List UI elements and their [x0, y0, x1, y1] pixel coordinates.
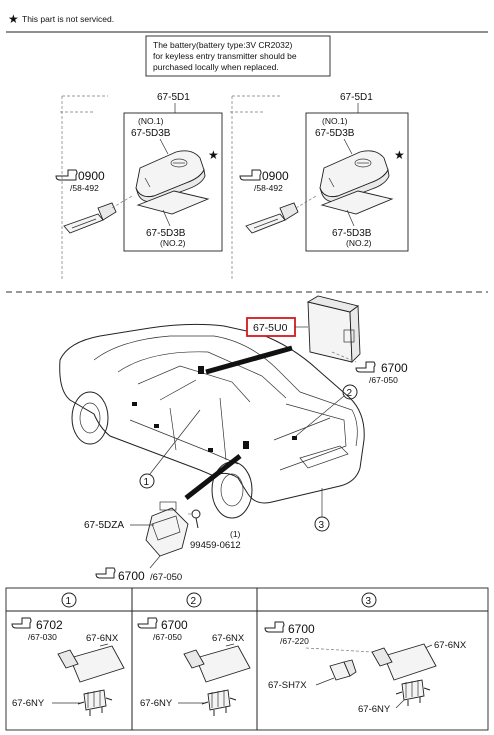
- not-serviced-text: This part is not serviced.: [22, 14, 114, 24]
- table-header-2: 2: [186, 592, 202, 608]
- lower-part-label: 67-5D3B: [146, 228, 186, 239]
- ref-code: 6700: [161, 618, 188, 632]
- emergency-key: [63, 202, 117, 234]
- upper-part-label: 67-5D3B: [131, 128, 171, 139]
- pointing-hand-icon: [355, 361, 376, 373]
- part-b: 67-6NY: [140, 698, 173, 709]
- part-b: 67-6NY: [358, 704, 391, 715]
- ref-sub: /67-050: [153, 632, 182, 642]
- battery-cover: [320, 190, 394, 215]
- svg-text:1: 1: [66, 596, 72, 607]
- table-cell-1: 6702 /67-030 67-6NX 67-6NY: [11, 617, 125, 716]
- pointing-hand-icon: [239, 169, 262, 181]
- ref-sub: /58-492: [254, 183, 283, 193]
- part-c: 67-SH7X: [268, 680, 307, 691]
- part-a: 67-6NX: [212, 633, 245, 644]
- callout-2: 2: [295, 384, 358, 437]
- pointing-hand-icon: [11, 617, 32, 629]
- svg-text:2: 2: [191, 596, 197, 607]
- keyless-control-module: [306, 295, 361, 364]
- battery-note-line1: The battery(battery type:3V CR2032): [153, 40, 293, 50]
- bolt: [191, 509, 201, 529]
- battery-cover: [136, 190, 210, 215]
- pointing-hand-icon: [95, 567, 116, 579]
- key-panel-1: 67-5D1 (NO.1) 67-5D3B ★ 67-5D3B (NO.2) 0…: [55, 92, 223, 252]
- part-b: 67-6NY: [12, 698, 45, 709]
- key-panel-2: 67-5D1 (NO.1) 67-5D3B ★ 67-5D3B (NO.2) 0…: [239, 92, 409, 252]
- upper-part-label: 67-5D3B: [315, 128, 355, 139]
- module-ref-code: 6700: [381, 361, 408, 375]
- key-panel-frame: [305, 112, 409, 252]
- detail-table: 1 2 3 6702 /67-030 67-6NX 67-6NY: [5, 587, 489, 731]
- handle-part-label: 67-5DZA: [84, 520, 124, 531]
- svg-text:3: 3: [319, 520, 325, 531]
- module-part-label: 67-5U0: [253, 322, 288, 334]
- vehicle-section: 67-5U0 6700 /67-050 1 2 3 67-5DZ: [59, 295, 408, 583]
- star-icon: ★: [8, 12, 19, 26]
- assembly-label: 67-5D1: [340, 92, 373, 103]
- ref-sub: /67-030: [28, 632, 57, 642]
- bottom-ref-sub: /67-050: [150, 572, 182, 583]
- table-cell-3: 6700 /67-220 67-6NX 67-SH7X 67-6NY: [264, 621, 467, 715]
- key-panel-frame: [123, 112, 223, 252]
- part-a: 67-6NX: [434, 640, 467, 651]
- bolt-part: 99459-0612: [190, 540, 241, 551]
- ref-sub: /67-220: [280, 636, 309, 646]
- pointing-hand-icon: [55, 169, 78, 181]
- svg-text:1: 1: [144, 477, 150, 488]
- lower-part-label: 67-5D3B: [332, 228, 372, 239]
- ref-code: 6702: [36, 618, 63, 632]
- emergency-key: [245, 202, 299, 234]
- ref-code: 6700: [288, 622, 315, 636]
- door-handle-module: [145, 501, 189, 557]
- bottom-ref-code: 6700: [118, 569, 145, 583]
- svg-text:2: 2: [347, 388, 353, 399]
- table-header-1: 1: [61, 592, 77, 608]
- pointing-hand-icon: [264, 621, 285, 633]
- no2-label: (NO.2): [346, 238, 372, 248]
- battery-note: The battery(battery type:3V CR2032) for …: [145, 35, 331, 77]
- not-serviced-note: ★ This part is not serviced.: [8, 12, 114, 26]
- table-header-3: 3: [361, 592, 377, 608]
- no1-label: (NO.1): [322, 116, 348, 126]
- part-a: 67-6NX: [86, 633, 119, 644]
- battery-note-line2: for keyless entry transmitter should be: [153, 51, 297, 61]
- small-connector: [329, 659, 357, 681]
- connector-part: [395, 679, 431, 706]
- pointer-stroke: [205, 345, 293, 375]
- battery-note-line3: purchased locally when replaced.: [153, 62, 279, 72]
- pointer-stroke: [184, 454, 242, 500]
- table-cell-2: 6700 /67-050 67-6NX 67-6NY: [137, 617, 251, 716]
- callout-3: 3: [314, 488, 330, 532]
- ref-sub: /58-492: [70, 183, 99, 193]
- ref-code: 0900: [78, 169, 105, 183]
- car-illustration: [59, 323, 365, 519]
- connector-part: [77, 689, 113, 716]
- connector-part: [201, 689, 237, 716]
- pointing-hand-icon: [137, 617, 158, 629]
- module-ref-sub: /67-050: [369, 375, 398, 385]
- star-icon: ★: [208, 148, 219, 162]
- bolt-qty: (1): [230, 529, 241, 539]
- svg-text:3: 3: [366, 596, 372, 607]
- star-icon: ★: [394, 148, 405, 162]
- no2-label: (NO.2): [160, 238, 186, 248]
- callout-1: 1: [139, 409, 201, 489]
- no1-label: (NO.1): [138, 116, 164, 126]
- ref-code: 0900: [262, 169, 289, 183]
- assembly-label: 67-5D1: [157, 92, 190, 103]
